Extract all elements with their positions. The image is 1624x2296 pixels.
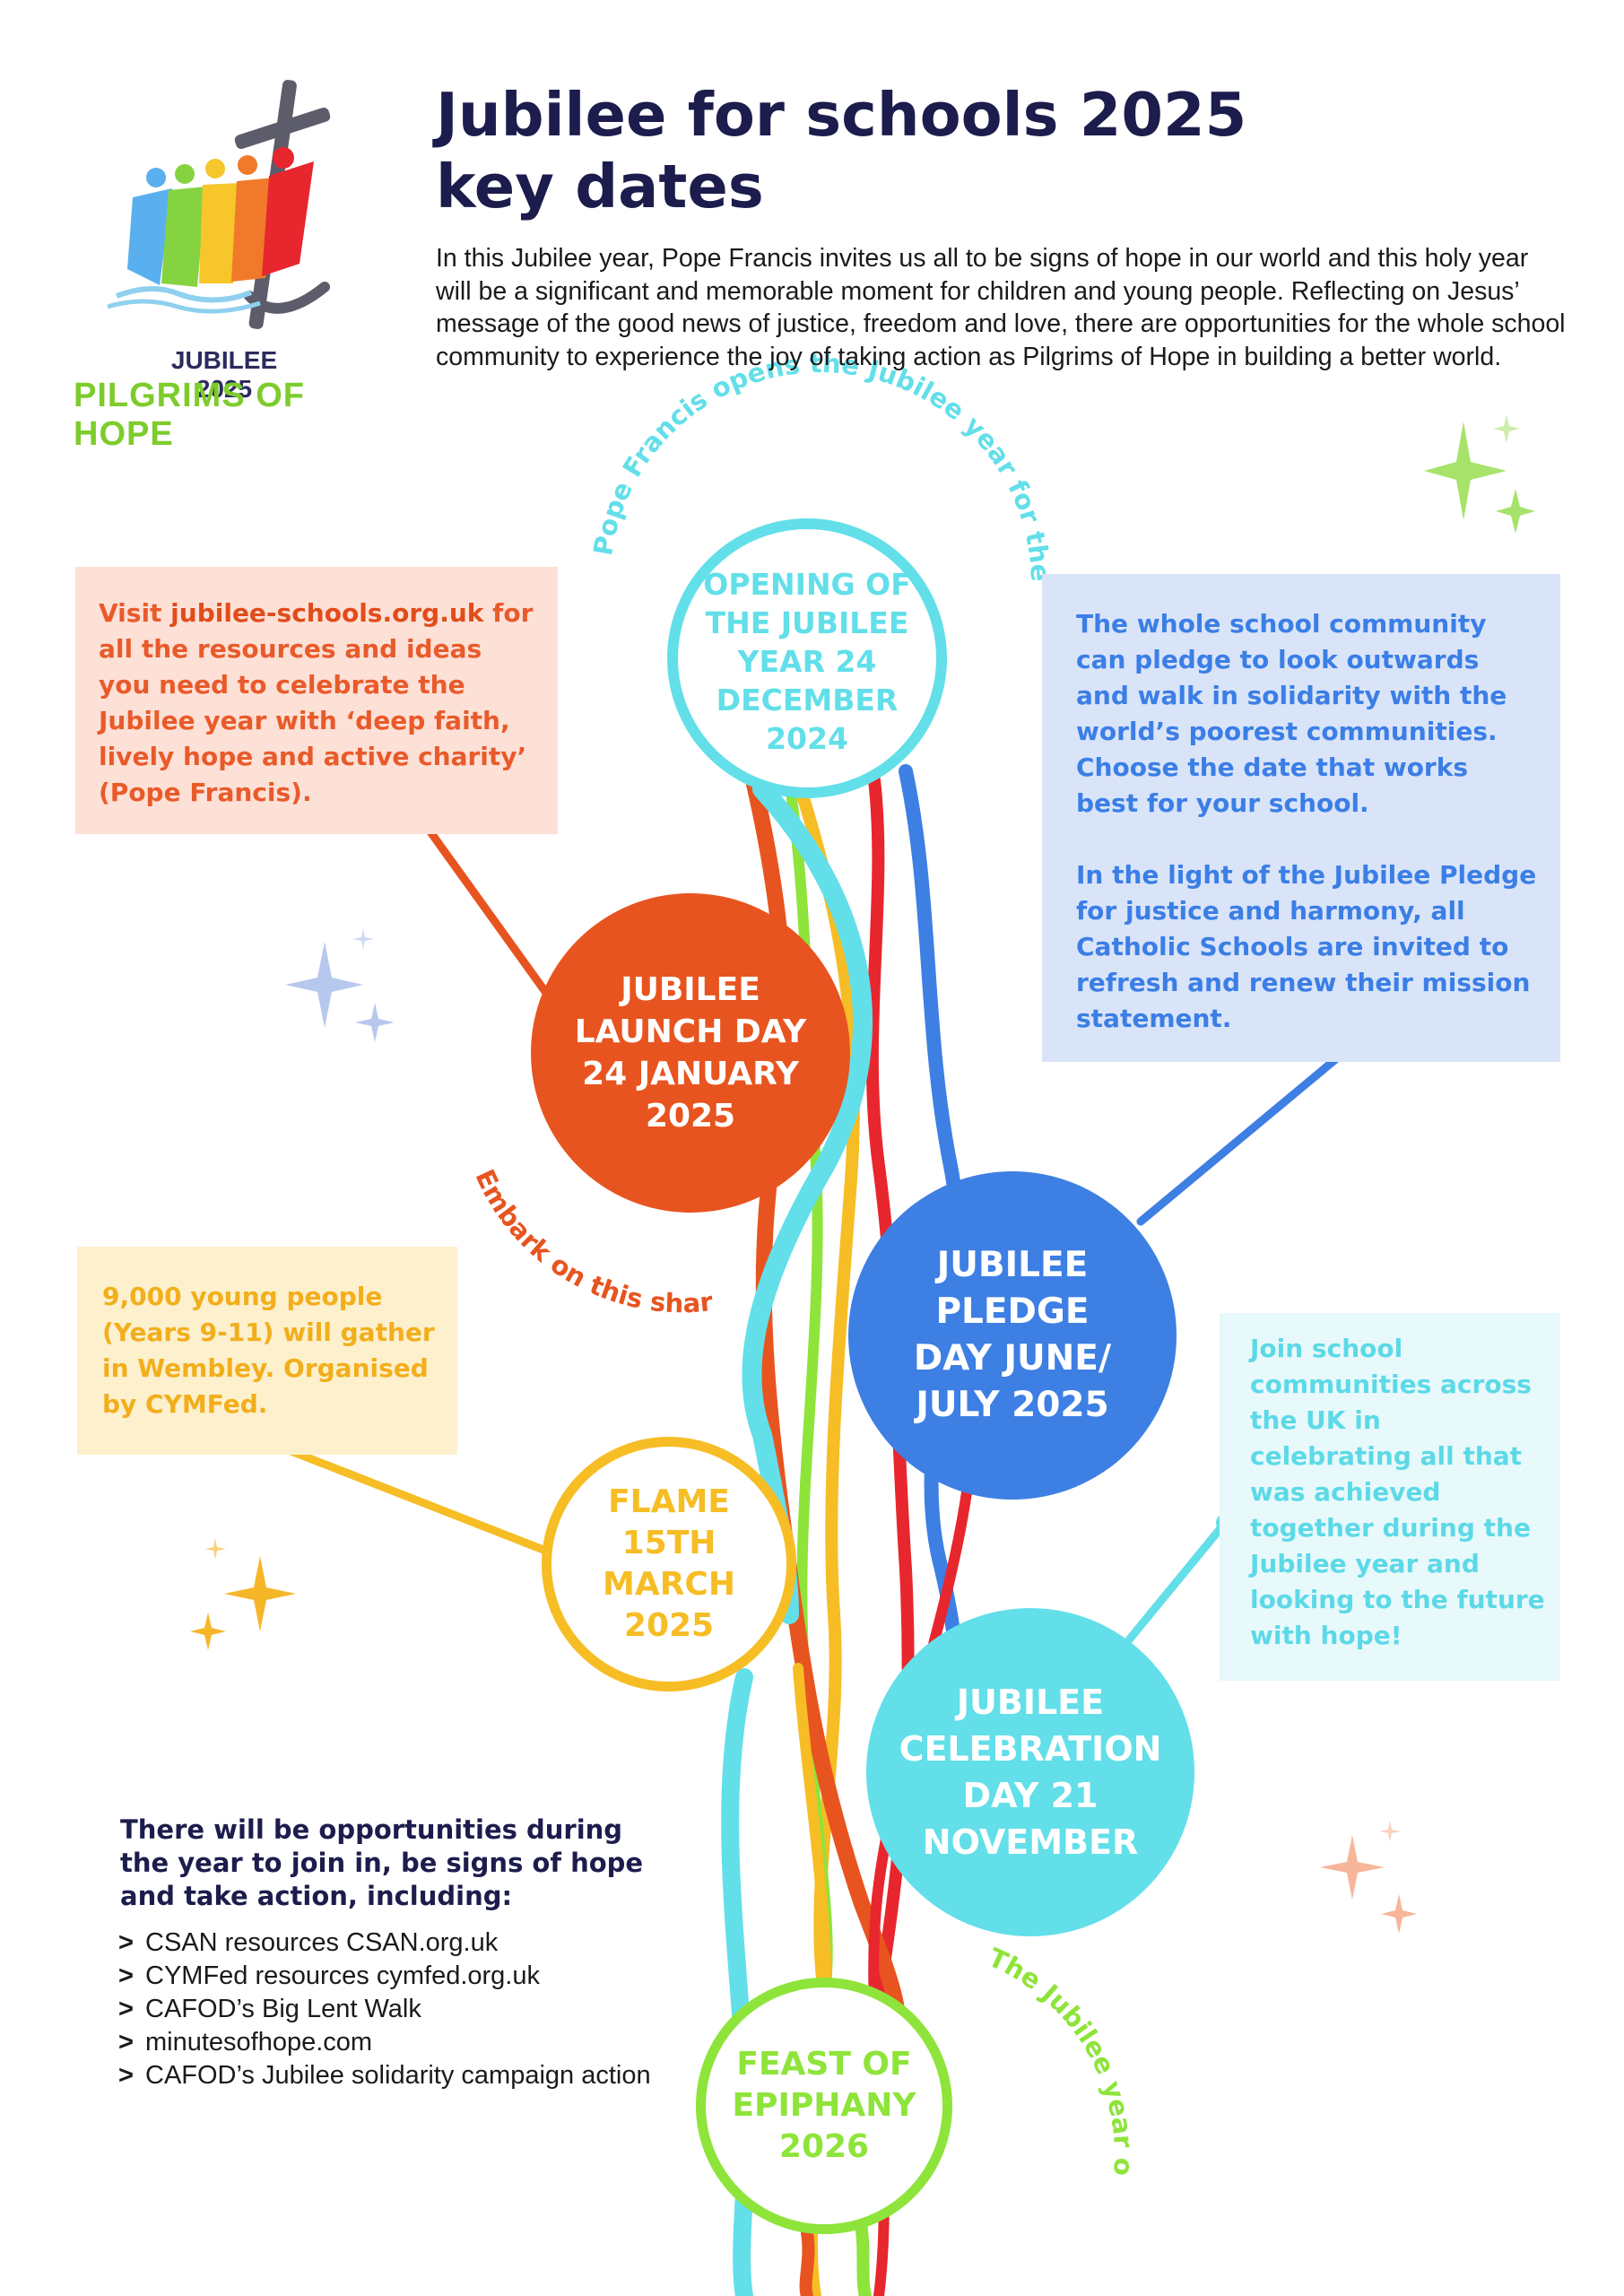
epiphany-label: FEAST OF EPIPHANY 2026 bbox=[732, 2046, 916, 2165]
list-item-text: CYMFed resources cymfed.org.uk bbox=[145, 1961, 540, 1990]
title-line2: key dates bbox=[436, 152, 764, 222]
launch-label: JUBILEE LAUNCH DAY 24 JANUARY 2025 bbox=[574, 971, 807, 1135]
flame-circle: FLAME 15TH MARCH 2025 bbox=[542, 1437, 796, 1692]
celebration-box: Join school communities across the UK in… bbox=[1220, 1313, 1560, 1681]
list-item-text: CAFOD’s Big Lent Walk bbox=[145, 1995, 421, 2023]
logo-line1: JUBILEE 2025 bbox=[170, 346, 278, 403]
list-item: > CYMFed resources cymfed.org.uk bbox=[118, 1960, 674, 1993]
page-title: Jubilee for schools 2025 key dates bbox=[436, 79, 1557, 222]
celebration-label: JUBILEE CELEBRATION DAY 21 NOVEMBER bbox=[899, 1683, 1162, 1862]
bullet-arrow: > bbox=[118, 1995, 134, 2023]
list-item: > minutesofhope.com bbox=[118, 2026, 674, 2059]
bullet-arrow: > bbox=[118, 2028, 134, 2057]
bullet-arrow: > bbox=[118, 1928, 134, 1957]
list-item-text: CAFOD’s Jubilee solidarity campaign acti… bbox=[145, 2061, 651, 2090]
pledge-paragraph-2: In the light of the Jubilee Pledge for j… bbox=[1076, 860, 1537, 1033]
jubilee-logo-icon bbox=[107, 80, 331, 329]
list-item: > CAFOD’s Big Lent Walk bbox=[118, 1993, 674, 2026]
sparkles bbox=[190, 414, 1535, 1934]
list-item-text: minutesofhope.com bbox=[145, 2028, 373, 2057]
list-item-text: CSAN resources CSAN.org.uk bbox=[145, 1928, 499, 1957]
opportunities-heading: There will be opportunities during the y… bbox=[120, 1814, 644, 1911]
opening-circle: OPENING OF THE JUBILEE YEAR 24 DECEMBER … bbox=[667, 518, 947, 798]
pledge-circle: JUBILEE PLEDGE DAY JUNE/ JULY 2025 bbox=[848, 1171, 1177, 1500]
list-item: > CAFOD’s Jubilee solidarity campaign act… bbox=[118, 2059, 674, 2092]
pledge-paragraph-1: The whole school community can pledge to… bbox=[1076, 609, 1507, 818]
pledge-label: JUBILEE PLEDGE DAY JUNE/ JULY 2025 bbox=[913, 1245, 1112, 1425]
list-item: > CSAN resources CSAN.org.uk bbox=[118, 1926, 674, 1960]
flame-label: FLAME 15TH MARCH 2025 bbox=[603, 1483, 735, 1644]
bullet-arrow: > bbox=[118, 1961, 134, 1990]
bullet-arrow: > bbox=[118, 2061, 134, 2090]
intro-paragraph: In this Jubilee year, Pope Francis invit… bbox=[436, 244, 1566, 371]
resources-link[interactable]: jubilee-schools.org.uk bbox=[170, 598, 484, 628]
epiphany-circle: FEAST OF EPIPHANY 2026 bbox=[696, 1978, 952, 2234]
launch-circle: JUBILEE LAUNCH DAY 24 JANUARY 2025 bbox=[531, 893, 850, 1213]
title-line1: Jubilee for schools 2025 bbox=[436, 80, 1247, 150]
pledge-box: The whole school community can pledge to… bbox=[1042, 574, 1560, 1062]
opportunities-list: > CSAN resources CSAN.org.uk > CYMFed reso… bbox=[118, 1926, 674, 2092]
wembley-box: 9,000 young people (Years 9-11) will gat… bbox=[77, 1247, 457, 1455]
logo-line2: PILGRIMS OF HOPE bbox=[74, 377, 305, 453]
celebration-circle: JUBILEE CELEBRATION DAY 21 NOVEMBER bbox=[866, 1608, 1194, 1936]
opening-label: OPENING OF THE JUBILEE YEAR 24 DECEMBER … bbox=[703, 566, 911, 756]
resources-prefix: Visit bbox=[99, 598, 171, 628]
resources-suffix: for all the resources and ideas you need… bbox=[99, 598, 534, 807]
resources-box: Visit jubilee-schools.org.uk for all the… bbox=[75, 567, 558, 834]
